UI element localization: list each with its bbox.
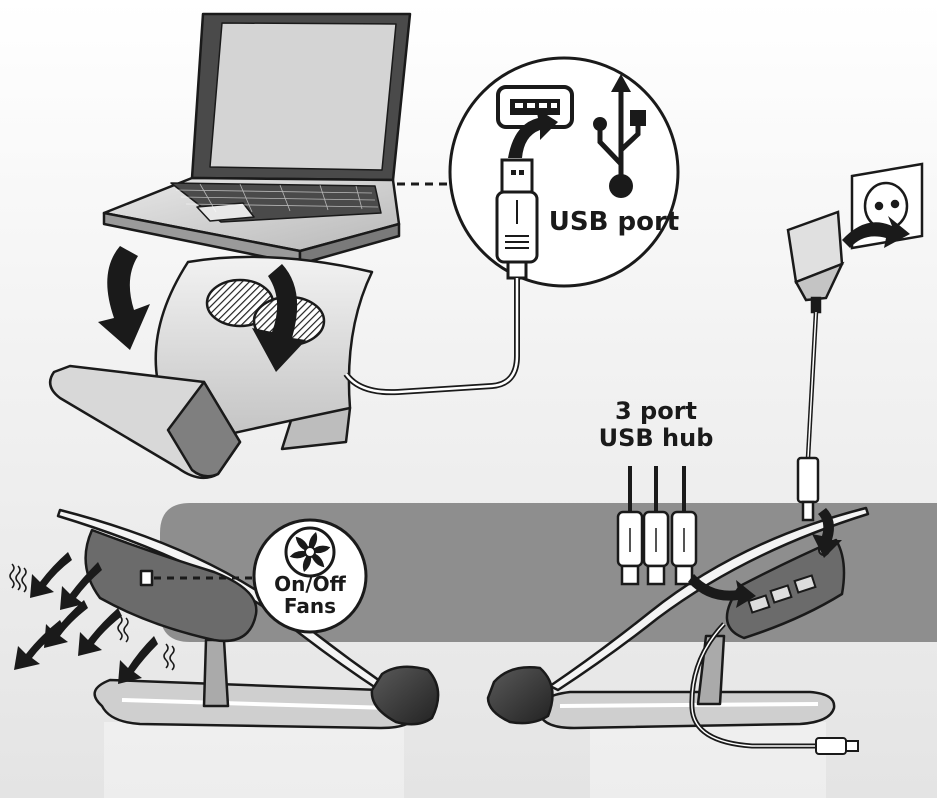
dc-into-hub-arrow-icon [812, 508, 842, 558]
usb-cable-top [343, 278, 520, 396]
fan-switch-label-line2: Fans [283, 594, 337, 619]
fan-switch-label: On/Off Fans [262, 573, 358, 618]
plug-in-arrow-icon [842, 216, 910, 248]
usb-hub-label: 3 port USB hub [590, 398, 722, 452]
keyboard-keys [175, 183, 379, 213]
airflow-arrows [14, 552, 158, 684]
usb-hub-label-line2: USB hub [598, 423, 714, 452]
place-arrow-right [252, 264, 306, 372]
plug-into-hub-arrow-icon [688, 574, 756, 608]
usb-plug-icon [495, 158, 539, 280]
usb-symbol-icon [593, 74, 646, 198]
fan-switch-label-line1: On/Off [274, 572, 346, 596]
usb-hub-label-line1: 3 port [614, 397, 698, 425]
cooling-pad-top [48, 255, 374, 480]
place-arrow-left [98, 246, 150, 350]
fan-icon [284, 526, 336, 578]
heat-waves [9, 563, 175, 671]
dc-plug [796, 456, 820, 522]
floor-reflection-left [104, 722, 404, 798]
usb-port-label: USB port [548, 207, 680, 237]
usb-plug-small-icon [815, 737, 859, 755]
hub-plugs [616, 466, 698, 586]
stand-left [56, 508, 440, 730]
power-adapter [786, 210, 845, 314]
hub-ports [747, 544, 830, 614]
laptop [102, 12, 412, 266]
insert-arrow-icon [508, 108, 558, 158]
